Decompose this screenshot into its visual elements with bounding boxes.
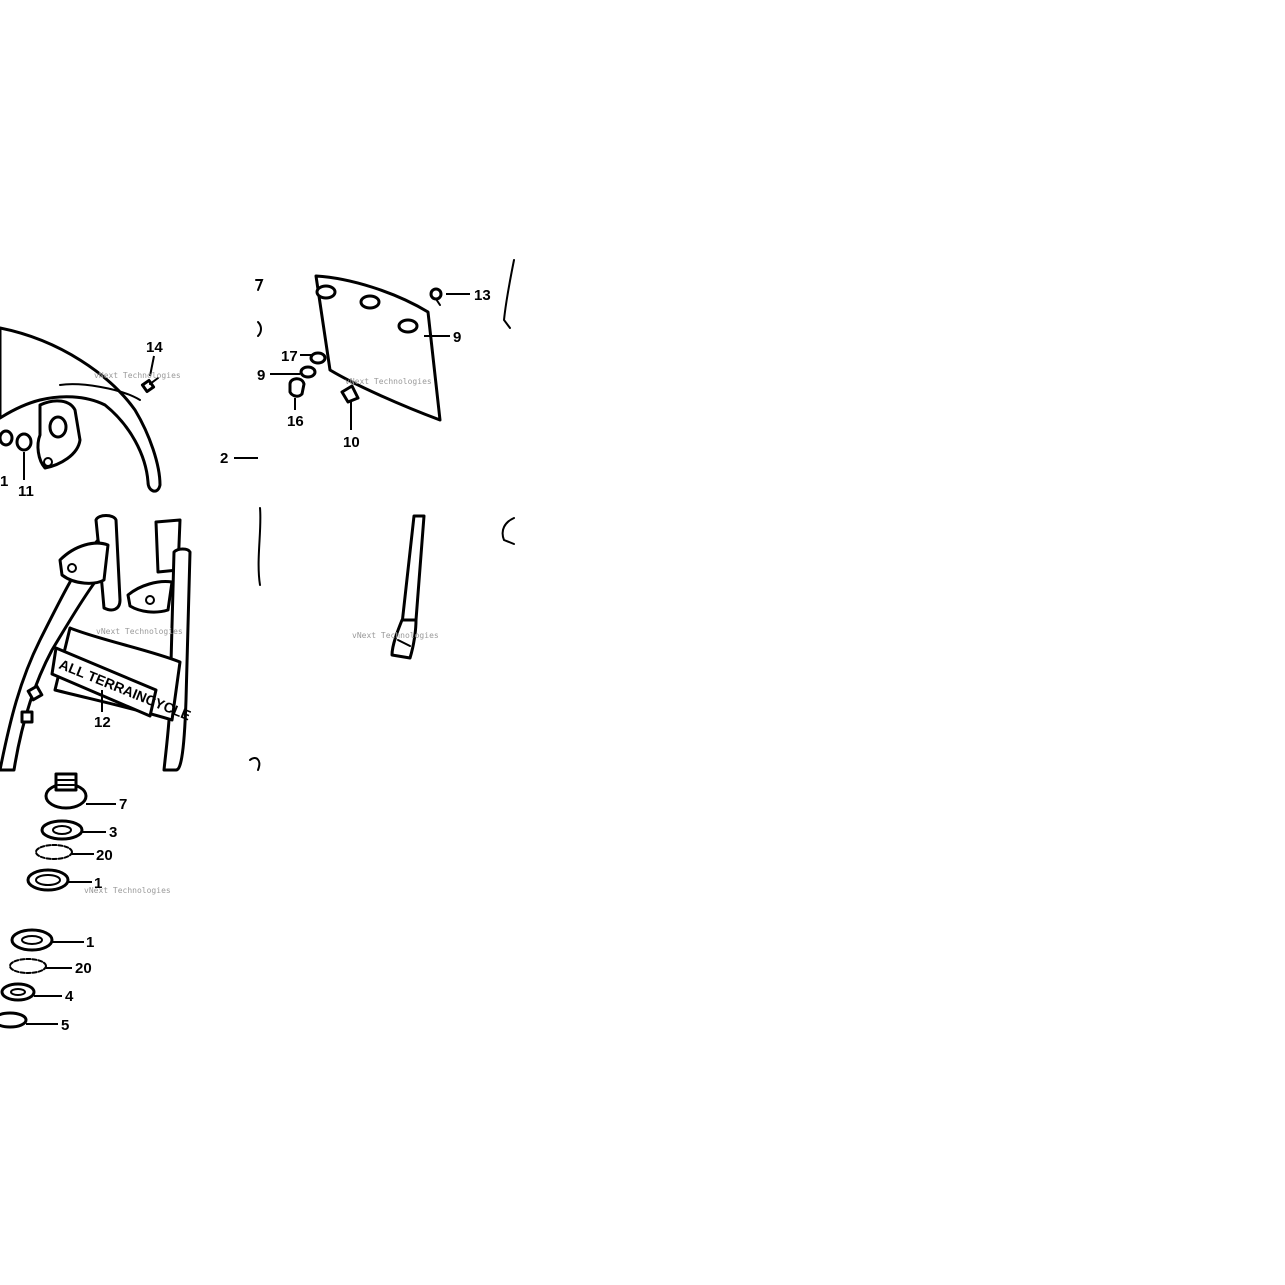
leader-lines xyxy=(23,293,470,1025)
watermark-3: vNext Technologies xyxy=(96,627,183,636)
seal-5 xyxy=(0,1011,28,1029)
frame xyxy=(0,514,192,772)
partial-fragments xyxy=(249,259,515,771)
callout-14: 14 xyxy=(146,339,163,356)
watermarks: vNext Technologies vNext Technologies vN… xyxy=(84,371,439,895)
watermark-1: vNext Technologies xyxy=(94,371,181,380)
callout-20-lower: 20 xyxy=(75,960,92,977)
callout-labels: 14 1 11 13 9 17 9 16 10 2 12 7 3 20 1 1 … xyxy=(0,287,491,1034)
callout-4: 4 xyxy=(65,988,74,1005)
fender-bolt-14 xyxy=(140,377,159,394)
callout-9-washer: 9 xyxy=(257,367,265,384)
callout-5: 5 xyxy=(61,1017,69,1034)
callout-11: 11 xyxy=(18,483,34,500)
callout-1-lower: 1 xyxy=(86,934,94,951)
race-1-upper xyxy=(26,868,70,892)
callout-17: 17 xyxy=(281,348,298,365)
callout-9-plate: 9 xyxy=(453,329,461,346)
watermark-4: vNext Technologies xyxy=(352,631,439,640)
guard-plate xyxy=(314,274,442,422)
steel-balls-20-lower xyxy=(9,958,47,974)
screw-13 xyxy=(429,287,443,301)
steel-balls-20-upper xyxy=(35,844,73,860)
watermark-2: vNext Technologies xyxy=(345,377,432,386)
callout-2: 2 xyxy=(220,450,228,467)
callout-7: 7 xyxy=(119,796,127,813)
cap-16 xyxy=(288,377,306,398)
front-fender xyxy=(0,326,162,493)
callout-16: 16 xyxy=(287,413,304,430)
callout-1-fender: 1 xyxy=(0,473,8,490)
watermark-5: vNext Technologies xyxy=(84,886,171,895)
front-fork xyxy=(390,514,426,660)
race-1-lower xyxy=(10,928,54,952)
callout-12: 12 xyxy=(94,714,111,731)
callout-1-upper: 1 xyxy=(94,875,102,892)
callout-20-upper: 20 xyxy=(96,847,113,864)
washer-9 xyxy=(299,365,317,379)
callout-13: 13 xyxy=(474,287,491,304)
clip-10 xyxy=(340,384,360,404)
race-3 xyxy=(40,819,84,841)
washer-17 xyxy=(309,351,327,365)
small-hardware xyxy=(288,287,443,404)
callout-10: 10 xyxy=(343,434,360,451)
callout-3: 3 xyxy=(109,824,117,841)
steering-stem-nut-7 xyxy=(44,772,88,810)
race-4 xyxy=(0,982,36,1002)
